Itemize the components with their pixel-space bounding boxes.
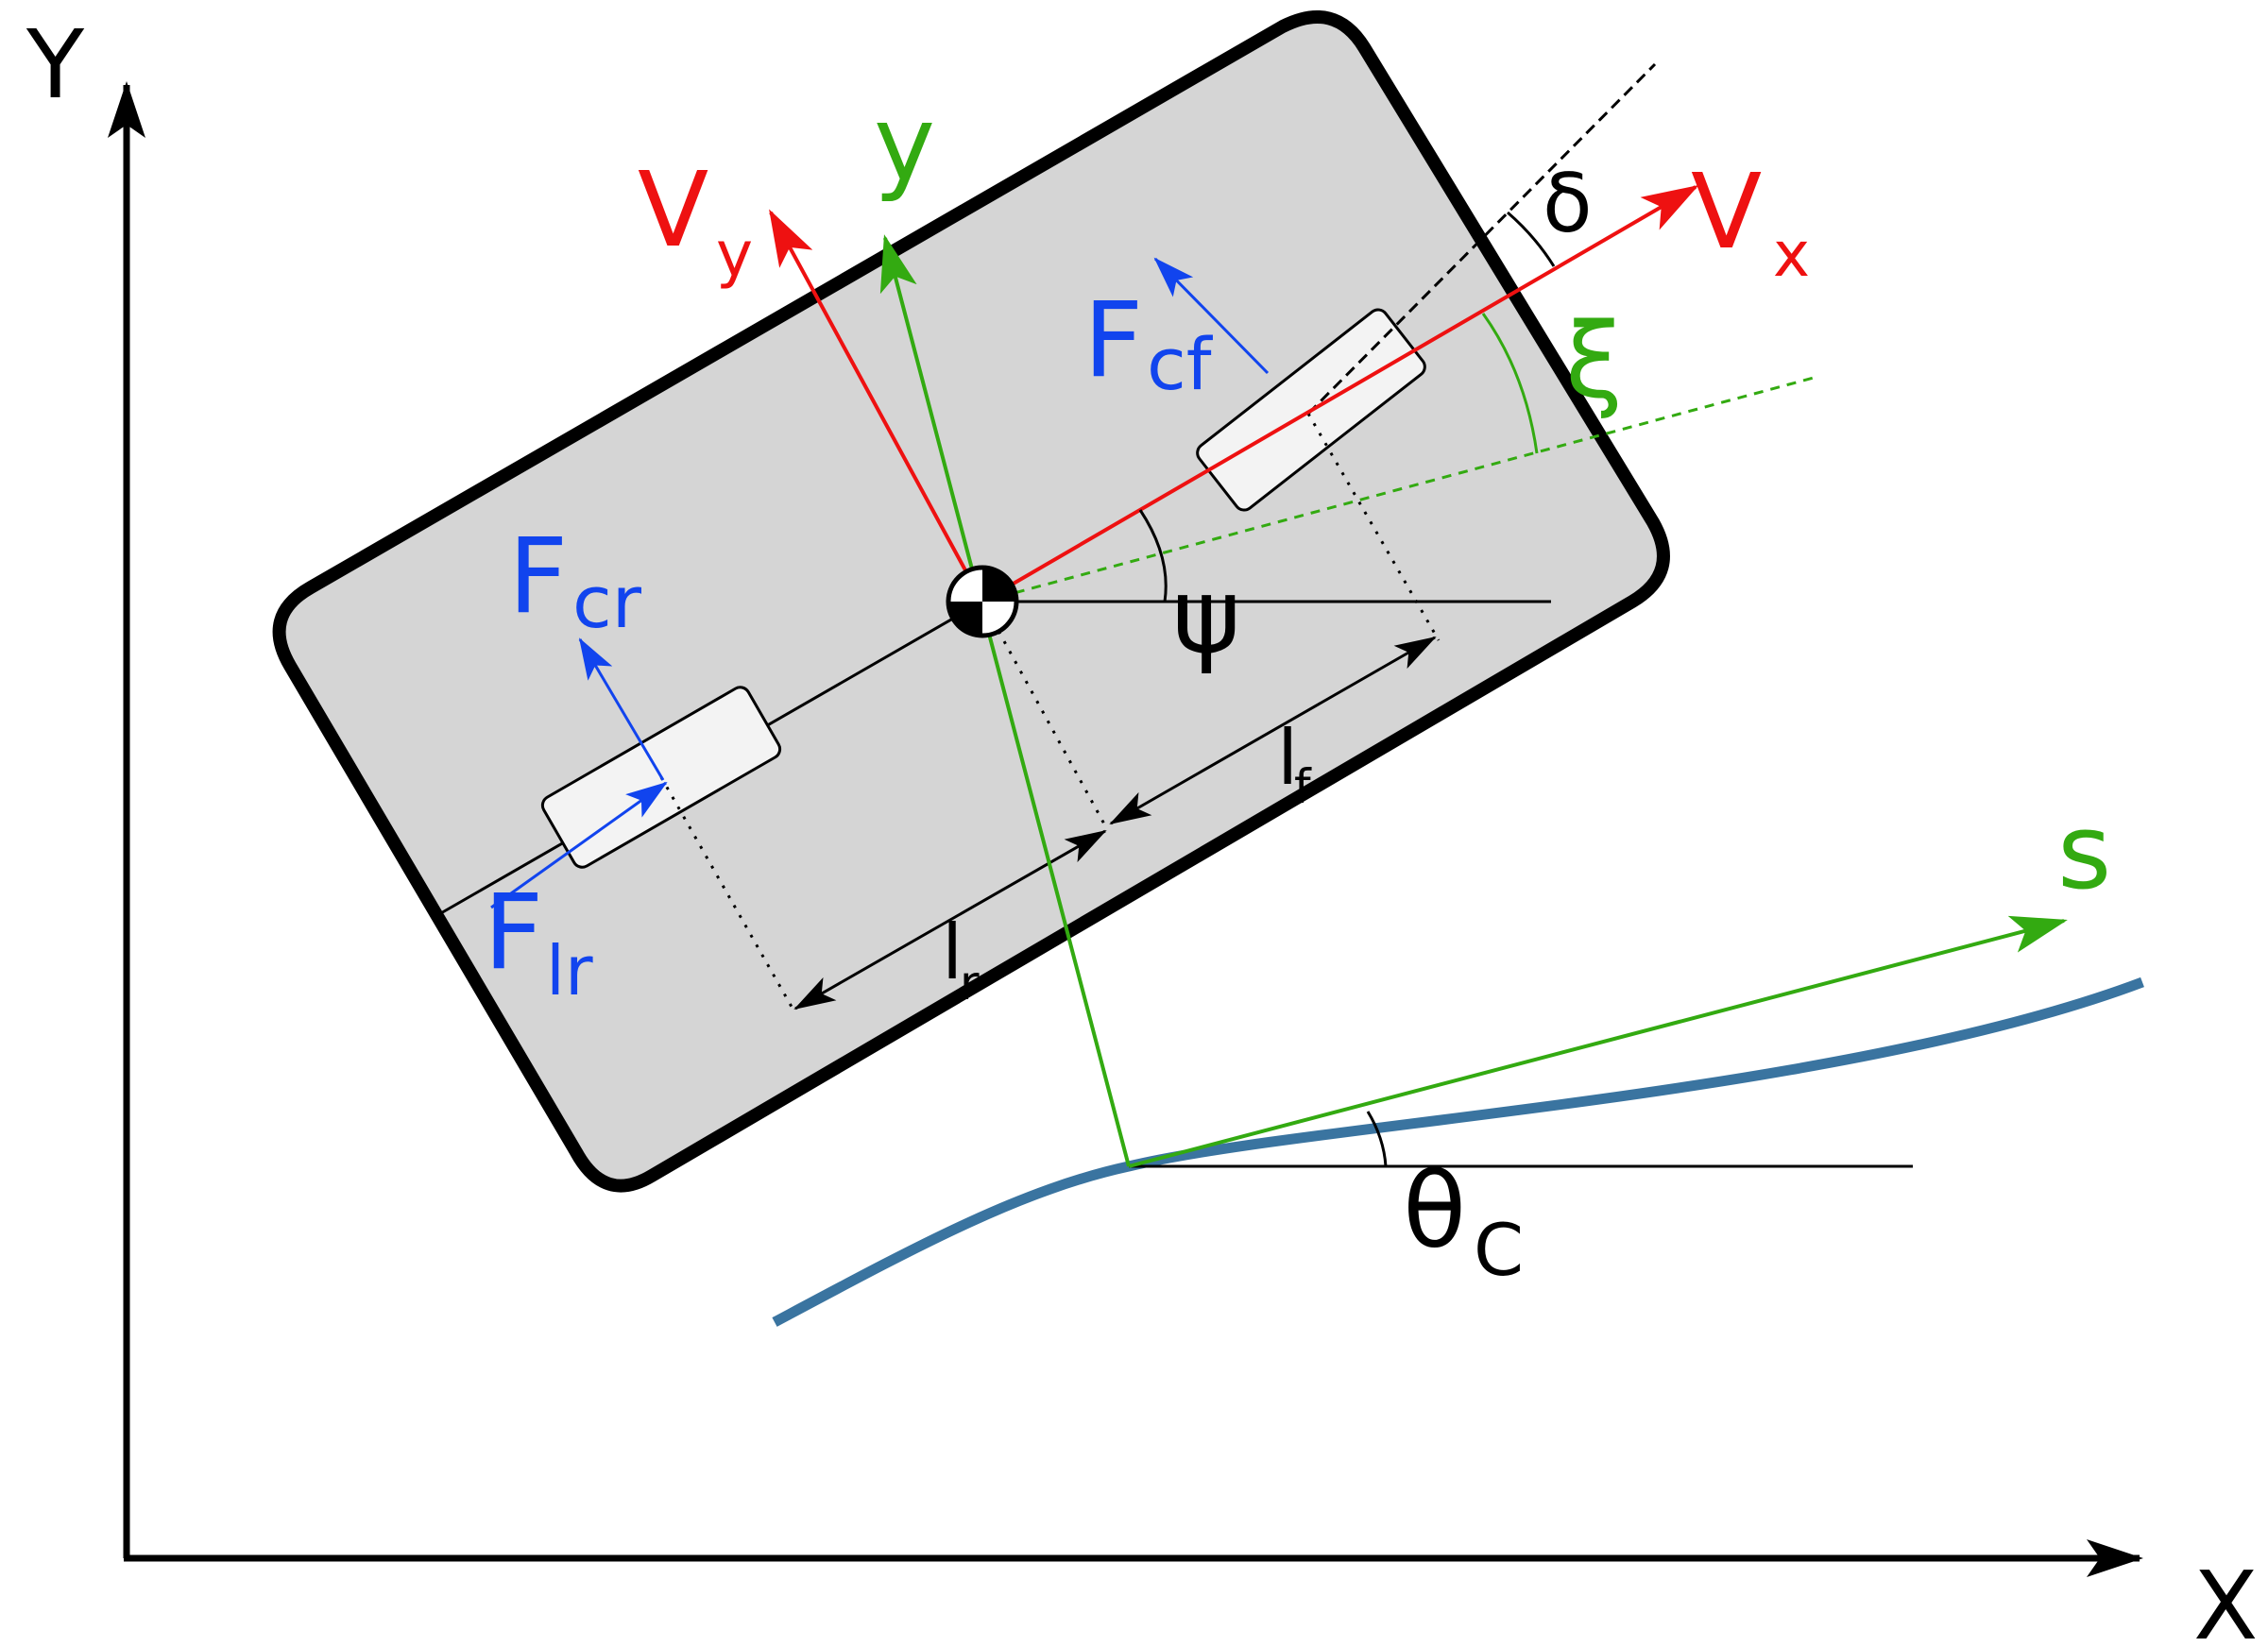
vy-label-main: V (638, 149, 708, 270)
lr-label: l r (942, 908, 980, 1010)
lf-dimension-arrow (1109, 636, 1437, 825)
theta-c-label: θ C (1403, 1150, 1524, 1292)
center-of-mass-icon (946, 565, 1019, 638)
vx-label: V x (1691, 151, 1810, 291)
y-axis-label: Y (26, 9, 85, 120)
vy-label: V y (638, 149, 753, 291)
x-axis-label: X (2193, 1551, 2259, 1647)
flr-label-sub: lr (546, 931, 593, 1010)
front-projection-dotted (1306, 413, 1441, 641)
psi-angle-arc (1138, 509, 1168, 603)
flr-force-arrow (490, 781, 668, 909)
lr-dimension-arrow (793, 829, 1107, 1010)
vx-label-sub: x (1773, 218, 1810, 291)
vx-label-main: V (1691, 151, 1762, 272)
steering-direction-line (1306, 62, 1657, 416)
lateral-offset-line (879, 234, 1131, 1167)
fcf-force-arrow (1153, 257, 1270, 375)
fcr-label: F cr (508, 516, 642, 644)
fcr-label-main: F (508, 516, 568, 637)
vy-label-sub: y (716, 218, 753, 291)
s-axis (1128, 915, 2068, 1168)
xi-angle-arc (1481, 313, 1539, 454)
flr-label-main: F (484, 872, 543, 993)
theta-c-label-main: θ (1403, 1150, 1466, 1271)
fcf-label: F cf (1083, 280, 1214, 406)
vx-vector (981, 184, 1699, 603)
delta-angle-arc (1507, 211, 1556, 267)
flr-label: F lr (484, 872, 593, 1010)
lf-label-main: l (1277, 714, 1298, 802)
lf-label: l f (1277, 714, 1312, 814)
vy-vector (769, 209, 984, 603)
psi-label: ψ (1172, 555, 1241, 676)
path-tangent-dashed (981, 376, 1815, 603)
cg-projection-dotted (981, 601, 1109, 830)
reference-path (772, 976, 2144, 1327)
fcr-force-arrow (578, 637, 665, 781)
xi-label: ξ (1565, 300, 1623, 421)
y-local-label: y (874, 83, 935, 204)
fcf-label-sub: cf (1147, 322, 1214, 406)
lr-label-sub: r (960, 956, 980, 1010)
fcf-label-main: F (1083, 280, 1143, 400)
lr-label-main: l (942, 908, 963, 996)
fcr-label-sub: cr (572, 560, 642, 644)
theta-c-label-sub: C (1474, 1208, 1524, 1292)
lf-label-sub: f (1294, 759, 1312, 814)
s-label: s (2057, 791, 2111, 912)
delta-label: δ (1543, 157, 1593, 251)
theta-angle-arc (1366, 1111, 1388, 1167)
